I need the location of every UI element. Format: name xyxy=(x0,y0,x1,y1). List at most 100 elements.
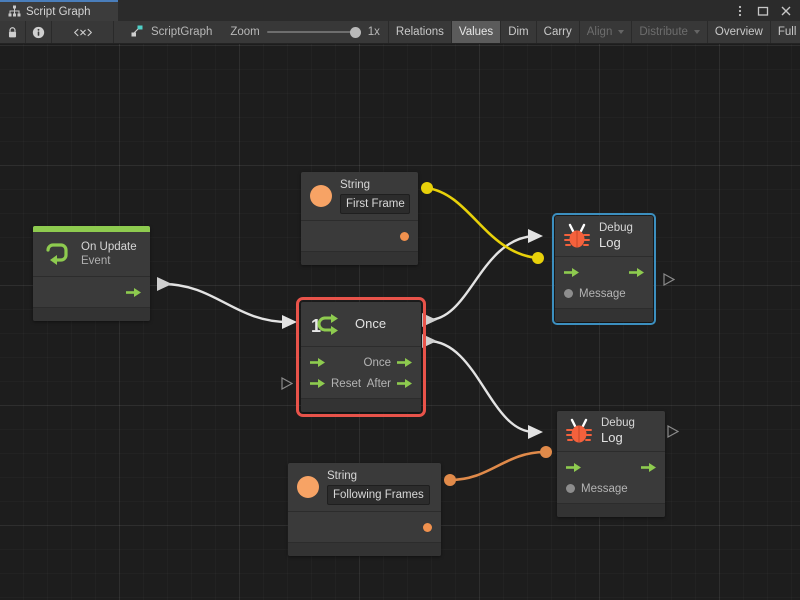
port-in-message[interactable]: Message xyxy=(566,483,628,495)
wire-after-to-debuglog-bottom xyxy=(427,339,535,434)
tab-bar-spacer xyxy=(118,0,733,21)
toolbar-left-icons xyxy=(0,21,114,43)
node-subtitle: Log xyxy=(599,235,621,250)
flow-arrow-icon xyxy=(397,379,412,388)
wire-start-arrow xyxy=(422,334,437,348)
port-row-message: Message xyxy=(557,478,665,499)
maximize-icon[interactable] xyxy=(756,4,770,18)
toolbar-button-overview[interactable]: Overview xyxy=(706,21,770,43)
port-in-reset[interactable]: Reset xyxy=(310,378,361,390)
node-title-group: String First Frame xyxy=(340,178,410,214)
toolbar-button-label: Distribute xyxy=(639,26,688,38)
window-tab-bar: Script Graph xyxy=(0,0,800,21)
graph-hierarchy-icon xyxy=(8,5,21,18)
flow-arrow-icon xyxy=(629,268,644,277)
port-in-flow[interactable] xyxy=(566,462,581,473)
chevron-down-icon xyxy=(693,30,700,34)
toolbar-button-label: Full Screen xyxy=(777,26,800,38)
node-title: On Update xyxy=(81,241,137,253)
port-out-once[interactable]: Once xyxy=(364,357,412,369)
node-footer xyxy=(557,504,665,517)
node-title-group: String Following Frames xyxy=(327,469,430,505)
unconnected-port-arrow-debuglog-bottom xyxy=(667,425,679,438)
port-out-value[interactable] xyxy=(400,232,409,241)
toolbar-button-label: Relations xyxy=(395,26,444,38)
node-debug-log-top[interactable]: Debug Log xyxy=(552,213,656,325)
toolbar-button-full-screen[interactable]: Full Screen xyxy=(769,21,800,43)
info-icon xyxy=(32,26,45,39)
node-string-first-frame[interactable]: String First Frame xyxy=(301,172,418,265)
wire-endpoint-dot xyxy=(532,252,544,264)
toolbar-button-dim[interactable]: Dim xyxy=(500,21,535,43)
port-in-flow[interactable] xyxy=(310,357,325,368)
breadcrumb[interactable]: ScriptGraph xyxy=(120,21,222,43)
toolbar-button-values[interactable]: Values xyxy=(450,21,501,43)
wire-endpoint-dot xyxy=(421,182,433,194)
zoom-slider[interactable] xyxy=(266,25,361,39)
node-debug-log-bottom[interactable]: Debug Log xyxy=(557,411,665,517)
port-label: After xyxy=(366,377,391,390)
toolbar-button-align[interactable]: Align xyxy=(578,21,632,43)
port-out-flow[interactable] xyxy=(641,462,656,473)
node-accent-bar xyxy=(33,226,150,232)
port-in-flow[interactable] xyxy=(564,267,579,278)
lock-button[interactable] xyxy=(0,21,26,43)
port-out-flow[interactable] xyxy=(629,267,644,278)
info-button[interactable] xyxy=(26,21,52,43)
node-header: Debug Log xyxy=(557,411,665,452)
node-title-group: On Update Event xyxy=(81,240,137,268)
toolbar-button-label: Carry xyxy=(543,26,572,38)
toolbar-buttons: Relations Values Dim Carry Align Distrib… xyxy=(387,21,800,43)
node-title-group: Once xyxy=(355,316,386,332)
port-row xyxy=(33,282,150,303)
wire-end-arrow xyxy=(528,229,543,243)
node-footer xyxy=(555,309,653,322)
wire-once-to-debuglog-top xyxy=(427,234,535,322)
code-button[interactable] xyxy=(52,21,114,43)
toolbar-button-label: Overview xyxy=(714,26,763,38)
node-body: Message xyxy=(555,257,653,309)
toolbar-button-relations[interactable]: Relations xyxy=(387,21,451,43)
graph-canvas[interactable]: On Update Event xyxy=(0,44,800,600)
node-on-update[interactable]: On Update Event xyxy=(33,226,150,321)
zoom-slider-knob[interactable] xyxy=(349,26,361,38)
node-title: Debug xyxy=(599,222,633,234)
wire-start-arrow xyxy=(422,313,437,327)
toolbar-button-distribute[interactable]: Distribute xyxy=(631,21,707,43)
wire-endpoint-dot xyxy=(540,446,552,458)
wire-end-arrow xyxy=(282,315,297,329)
node-footer xyxy=(288,543,441,556)
port-out-after[interactable]: After xyxy=(367,378,412,390)
port-row xyxy=(288,517,441,538)
string-orange-dot-icon xyxy=(309,184,333,208)
node-header: On Update Event xyxy=(33,232,150,277)
toolbar-button-carry[interactable]: Carry xyxy=(535,21,579,43)
once-counter-icon: 1 xyxy=(310,309,346,339)
string-type-dot xyxy=(297,476,319,498)
port-row-once: Once xyxy=(301,352,421,373)
node-title-group: Debug Log xyxy=(599,221,633,251)
wire-string-first-to-message xyxy=(426,186,538,260)
string-value-input[interactable]: Following Frames xyxy=(327,485,430,505)
tab-script-graph[interactable]: Script Graph xyxy=(0,0,118,21)
node-once[interactable]: 1 Once xyxy=(296,297,426,417)
port-out-value[interactable] xyxy=(423,523,432,532)
close-icon[interactable] xyxy=(779,4,793,18)
node-header: String Following Frames xyxy=(288,463,441,512)
node-title: Once xyxy=(355,316,387,331)
node-footer xyxy=(301,252,418,265)
string-value-input[interactable]: First Frame xyxy=(340,194,410,214)
port-in-message[interactable]: Message xyxy=(564,288,626,300)
port-row-flow xyxy=(555,262,653,283)
flow-arrow-icon xyxy=(641,463,656,472)
flow-arrow-icon xyxy=(566,463,581,472)
node-body xyxy=(288,512,441,543)
port-out-flow[interactable] xyxy=(126,287,141,298)
value-port-dot xyxy=(566,484,575,493)
node-string-following-frames[interactable]: String Following Frames xyxy=(288,463,441,556)
wire-onupdate-to-once xyxy=(162,282,289,324)
kebab-menu-icon[interactable] xyxy=(733,4,747,18)
value-port-dot xyxy=(423,523,432,532)
wire-endpoint-dot xyxy=(444,474,456,486)
